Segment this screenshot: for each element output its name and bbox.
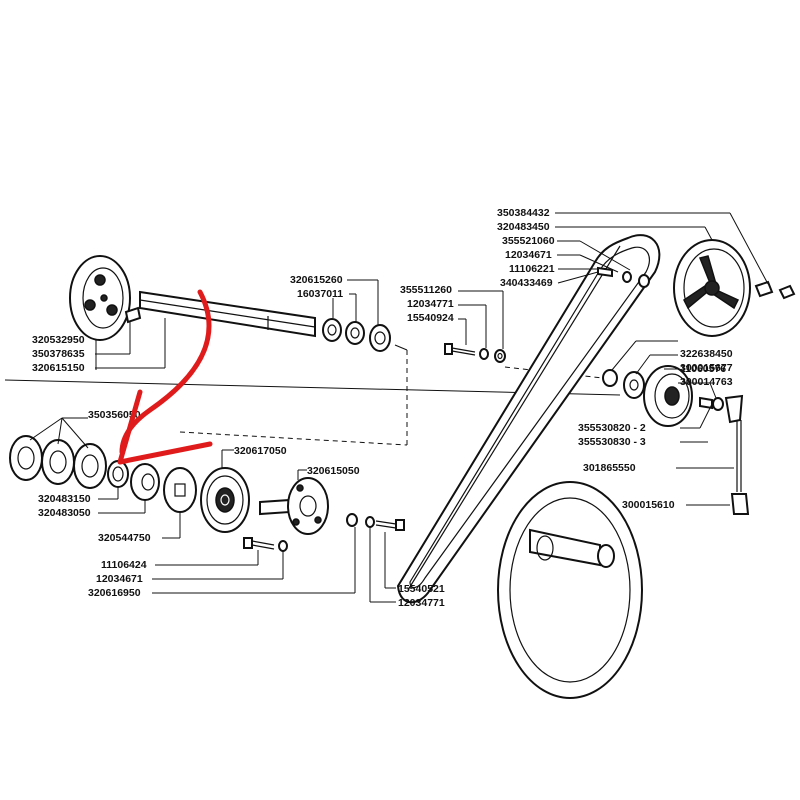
label-301865550: 301865550 [583, 462, 636, 474]
label-300015610: 300015610 [622, 499, 675, 511]
label-11106424: 11106424 [101, 559, 147, 571]
label-12034771-bottom: 12034771 [398, 597, 445, 609]
label-320615150: 320615150 [32, 362, 85, 374]
pulley-top-left [69, 255, 131, 341]
label-350356050: 350356050 [88, 409, 141, 421]
label-355530820: 355530820 - 2 [578, 422, 646, 434]
label-320483150: 320483150 [38, 493, 91, 505]
label-320483050: 320483050 [38, 507, 91, 519]
pulley-top-right [673, 239, 751, 337]
nut-bearings-top [322, 318, 391, 352]
bearing-hub [200, 467, 250, 533]
label-350378635: 350378635 [32, 348, 85, 360]
bolt-bottom-mid [346, 513, 405, 531]
label-320617050: 320617050 [234, 445, 287, 457]
tensioner-pulley [602, 365, 724, 427]
label-12034671-top: 12034671 [505, 249, 552, 261]
label-320532950: 320532950 [32, 334, 85, 346]
label-322638450: 322638450 [680, 348, 733, 360]
label-15540924: 15540924 [407, 312, 454, 324]
bolt-belt-top [597, 266, 650, 288]
label-12034671-bottom: 12034671 [96, 573, 143, 585]
label-350384432: 350384432 [497, 207, 550, 219]
v-belt [396, 234, 661, 604]
label-320483450: 320483450 [497, 221, 550, 233]
key-right [754, 280, 796, 300]
shaft-top [124, 290, 316, 338]
red-highlight-arrow [117, 289, 213, 465]
label-355530830: 355530830 - 3 [578, 436, 646, 448]
tension-rod [724, 394, 750, 515]
large-disc [497, 481, 643, 699]
bolt-washer-group-center [444, 343, 506, 363]
label-340433469: 340433469 [500, 277, 553, 289]
spacer-bushing [130, 463, 160, 501]
label-300015677: 300015677 [680, 362, 733, 374]
label-355511260: 355511260 [400, 284, 452, 296]
label-320615050: 320615050 [307, 465, 360, 477]
label-355521060: 355521060 [502, 235, 555, 247]
washer-stack [9, 435, 107, 489]
label-11106221: 11106221 [509, 263, 555, 275]
spacer-ring [107, 460, 129, 488]
label-320616950: 320616950 [88, 587, 141, 599]
flat-washer [163, 467, 197, 513]
label-15540521: 15540521 [398, 583, 445, 595]
label-320615260: 320615260 [290, 274, 343, 286]
label-320544750: 320544750 [98, 532, 151, 544]
bolt-bottom-left [243, 537, 288, 552]
label-12034771-top: 12034771 [407, 298, 454, 310]
label-16037011: 16037011 [297, 288, 343, 300]
label-11060576: 11060576 [680, 363, 726, 375]
label-300014763: 300014763 [680, 376, 733, 388]
flange-shaft [259, 477, 329, 535]
